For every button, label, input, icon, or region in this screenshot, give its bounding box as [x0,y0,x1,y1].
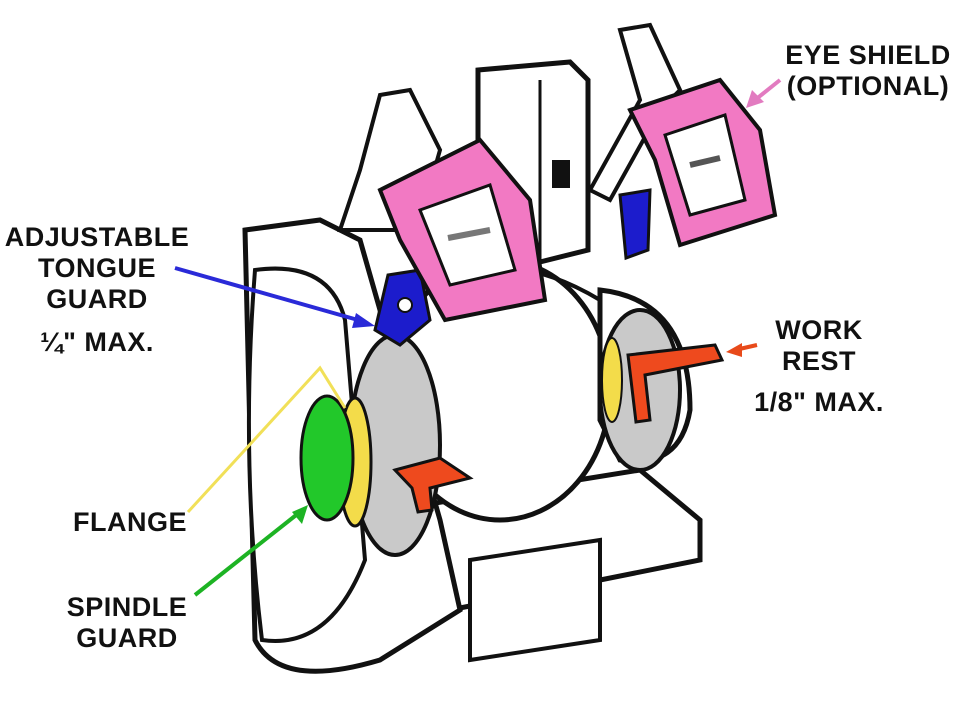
switch [552,160,570,188]
right-flange [601,337,623,423]
flange-label: FLANGE [73,507,187,537]
glass-mark [689,155,721,168]
spindle-guard-cap [299,394,355,522]
eye-shield-arrow [746,78,782,108]
spindle-guard-arrow [193,505,308,597]
eye-shield-label: EYE SHIELD (OPTIONAL) [785,40,951,101]
tongue-guard-arrow [174,266,375,328]
base-pedestal [468,537,602,663]
work-rest-arrow [726,343,758,357]
tongue-guard-label: ADJUSTABLE TONGUE GUARD ¼" MAX. [4,222,190,357]
glass-mark [447,227,491,241]
spindle-guard-label: SPINDLE GUARD [66,592,188,653]
right-tongue-guard [618,188,652,261]
work-rest-label: WORK REST 1/8" MAX. [754,315,884,417]
left-work-rest [392,456,474,514]
right-work-rest [626,343,725,424]
flange-leader-line [186,365,347,514]
right-eye-shield-glass [663,113,747,217]
tongue-guard-knob [397,297,413,313]
